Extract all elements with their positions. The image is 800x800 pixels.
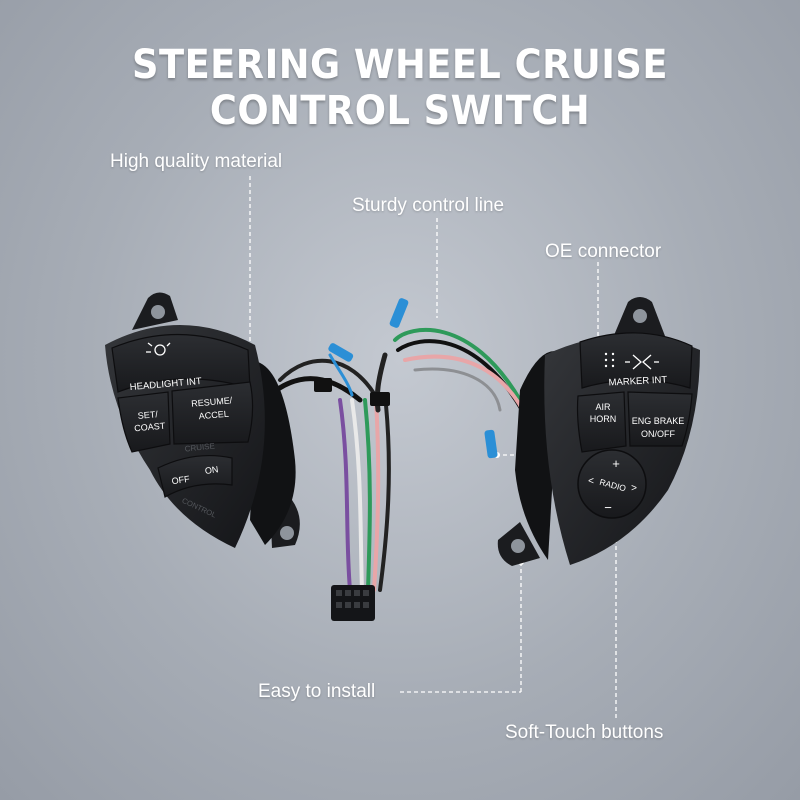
callout-high-quality-material: High quality material: [110, 151, 283, 172]
radio-plus-label: +: [612, 456, 620, 471]
eng-brake-label-2: ON/OFF: [641, 429, 675, 439]
air-horn-label-1: AIR: [595, 402, 611, 412]
marker-lamp-icon: [625, 354, 659, 370]
right-switch: MARKER INT AIR HORN ENG BRAKE ON/OFF + −…: [497, 297, 700, 566]
harness-connector: [331, 585, 375, 621]
marker-int-label: MARKER INT: [608, 374, 667, 388]
air-horn-label-2: HORN: [590, 414, 617, 424]
radio-left-arrow: <: [588, 476, 594, 487]
headlight-icon: [146, 342, 171, 356]
radio-minus-label: −: [604, 500, 612, 515]
wiring-harness: [267, 327, 534, 592]
radio-right-arrow: >: [631, 483, 637, 494]
wire-terminals: [314, 298, 498, 459]
page-title: STEERING WHEEL CRUISE CONTROL SWITCH: [132, 42, 668, 134]
left-switch: HEADLIGHT INT SET/ COAST RESUME/ ACCEL C…: [105, 292, 300, 548]
resume-accel-label-2: ACCEL: [198, 409, 229, 422]
eng-brake-label-1: ENG BRAKE: [632, 416, 685, 426]
callout-oe-connector: OE connector: [545, 241, 662, 262]
callout-easy-to-install: Easy to install: [258, 681, 376, 702]
radio-dpad: [577, 449, 647, 519]
set-coast-label-1: SET/: [137, 409, 158, 421]
cruise-embossed-label: CRUISE: [184, 441, 215, 453]
set-coast-label-2: COAST: [134, 421, 166, 434]
off-label: OFF: [171, 474, 191, 486]
callout-soft-touch-buttons: Soft-Touch buttons: [505, 722, 664, 743]
on-label: ON: [204, 464, 219, 476]
callout-sturdy-control-line: Sturdy control line: [352, 195, 505, 216]
resume-accel-label-1: RESUME/: [191, 395, 233, 409]
